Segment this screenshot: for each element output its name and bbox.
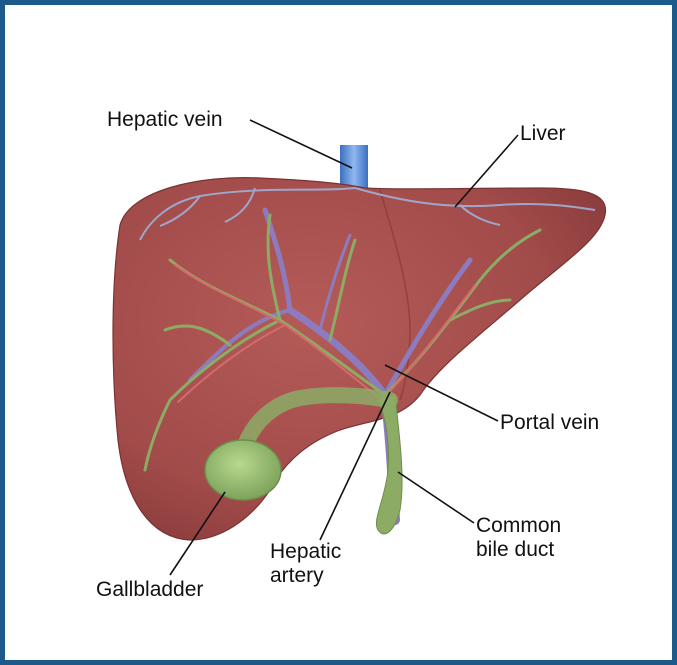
label-common-bile-duct-line2: bile duct bbox=[476, 538, 561, 562]
leader-common-bile-duct bbox=[398, 472, 474, 523]
label-hepatic-vein: Hepatic vein bbox=[107, 108, 223, 132]
label-portal-vein: Portal vein bbox=[500, 411, 599, 435]
label-common-bile-duct-line1: Common bbox=[476, 514, 561, 538]
label-common-bile-duct: Common bile duct bbox=[476, 514, 561, 562]
leader-hepatic-vein bbox=[250, 120, 352, 168]
gallbladder bbox=[205, 440, 281, 500]
liver bbox=[113, 178, 606, 540]
label-gallbladder: Gallbladder bbox=[96, 578, 203, 602]
label-hepatic-artery-line1: Hepatic bbox=[270, 540, 341, 564]
hepatic-vein-trunk bbox=[340, 145, 368, 188]
label-hepatic-artery-line2: artery bbox=[270, 564, 341, 588]
label-hepatic-artery: Hepatic artery bbox=[270, 540, 341, 588]
label-liver: Liver bbox=[520, 122, 566, 146]
